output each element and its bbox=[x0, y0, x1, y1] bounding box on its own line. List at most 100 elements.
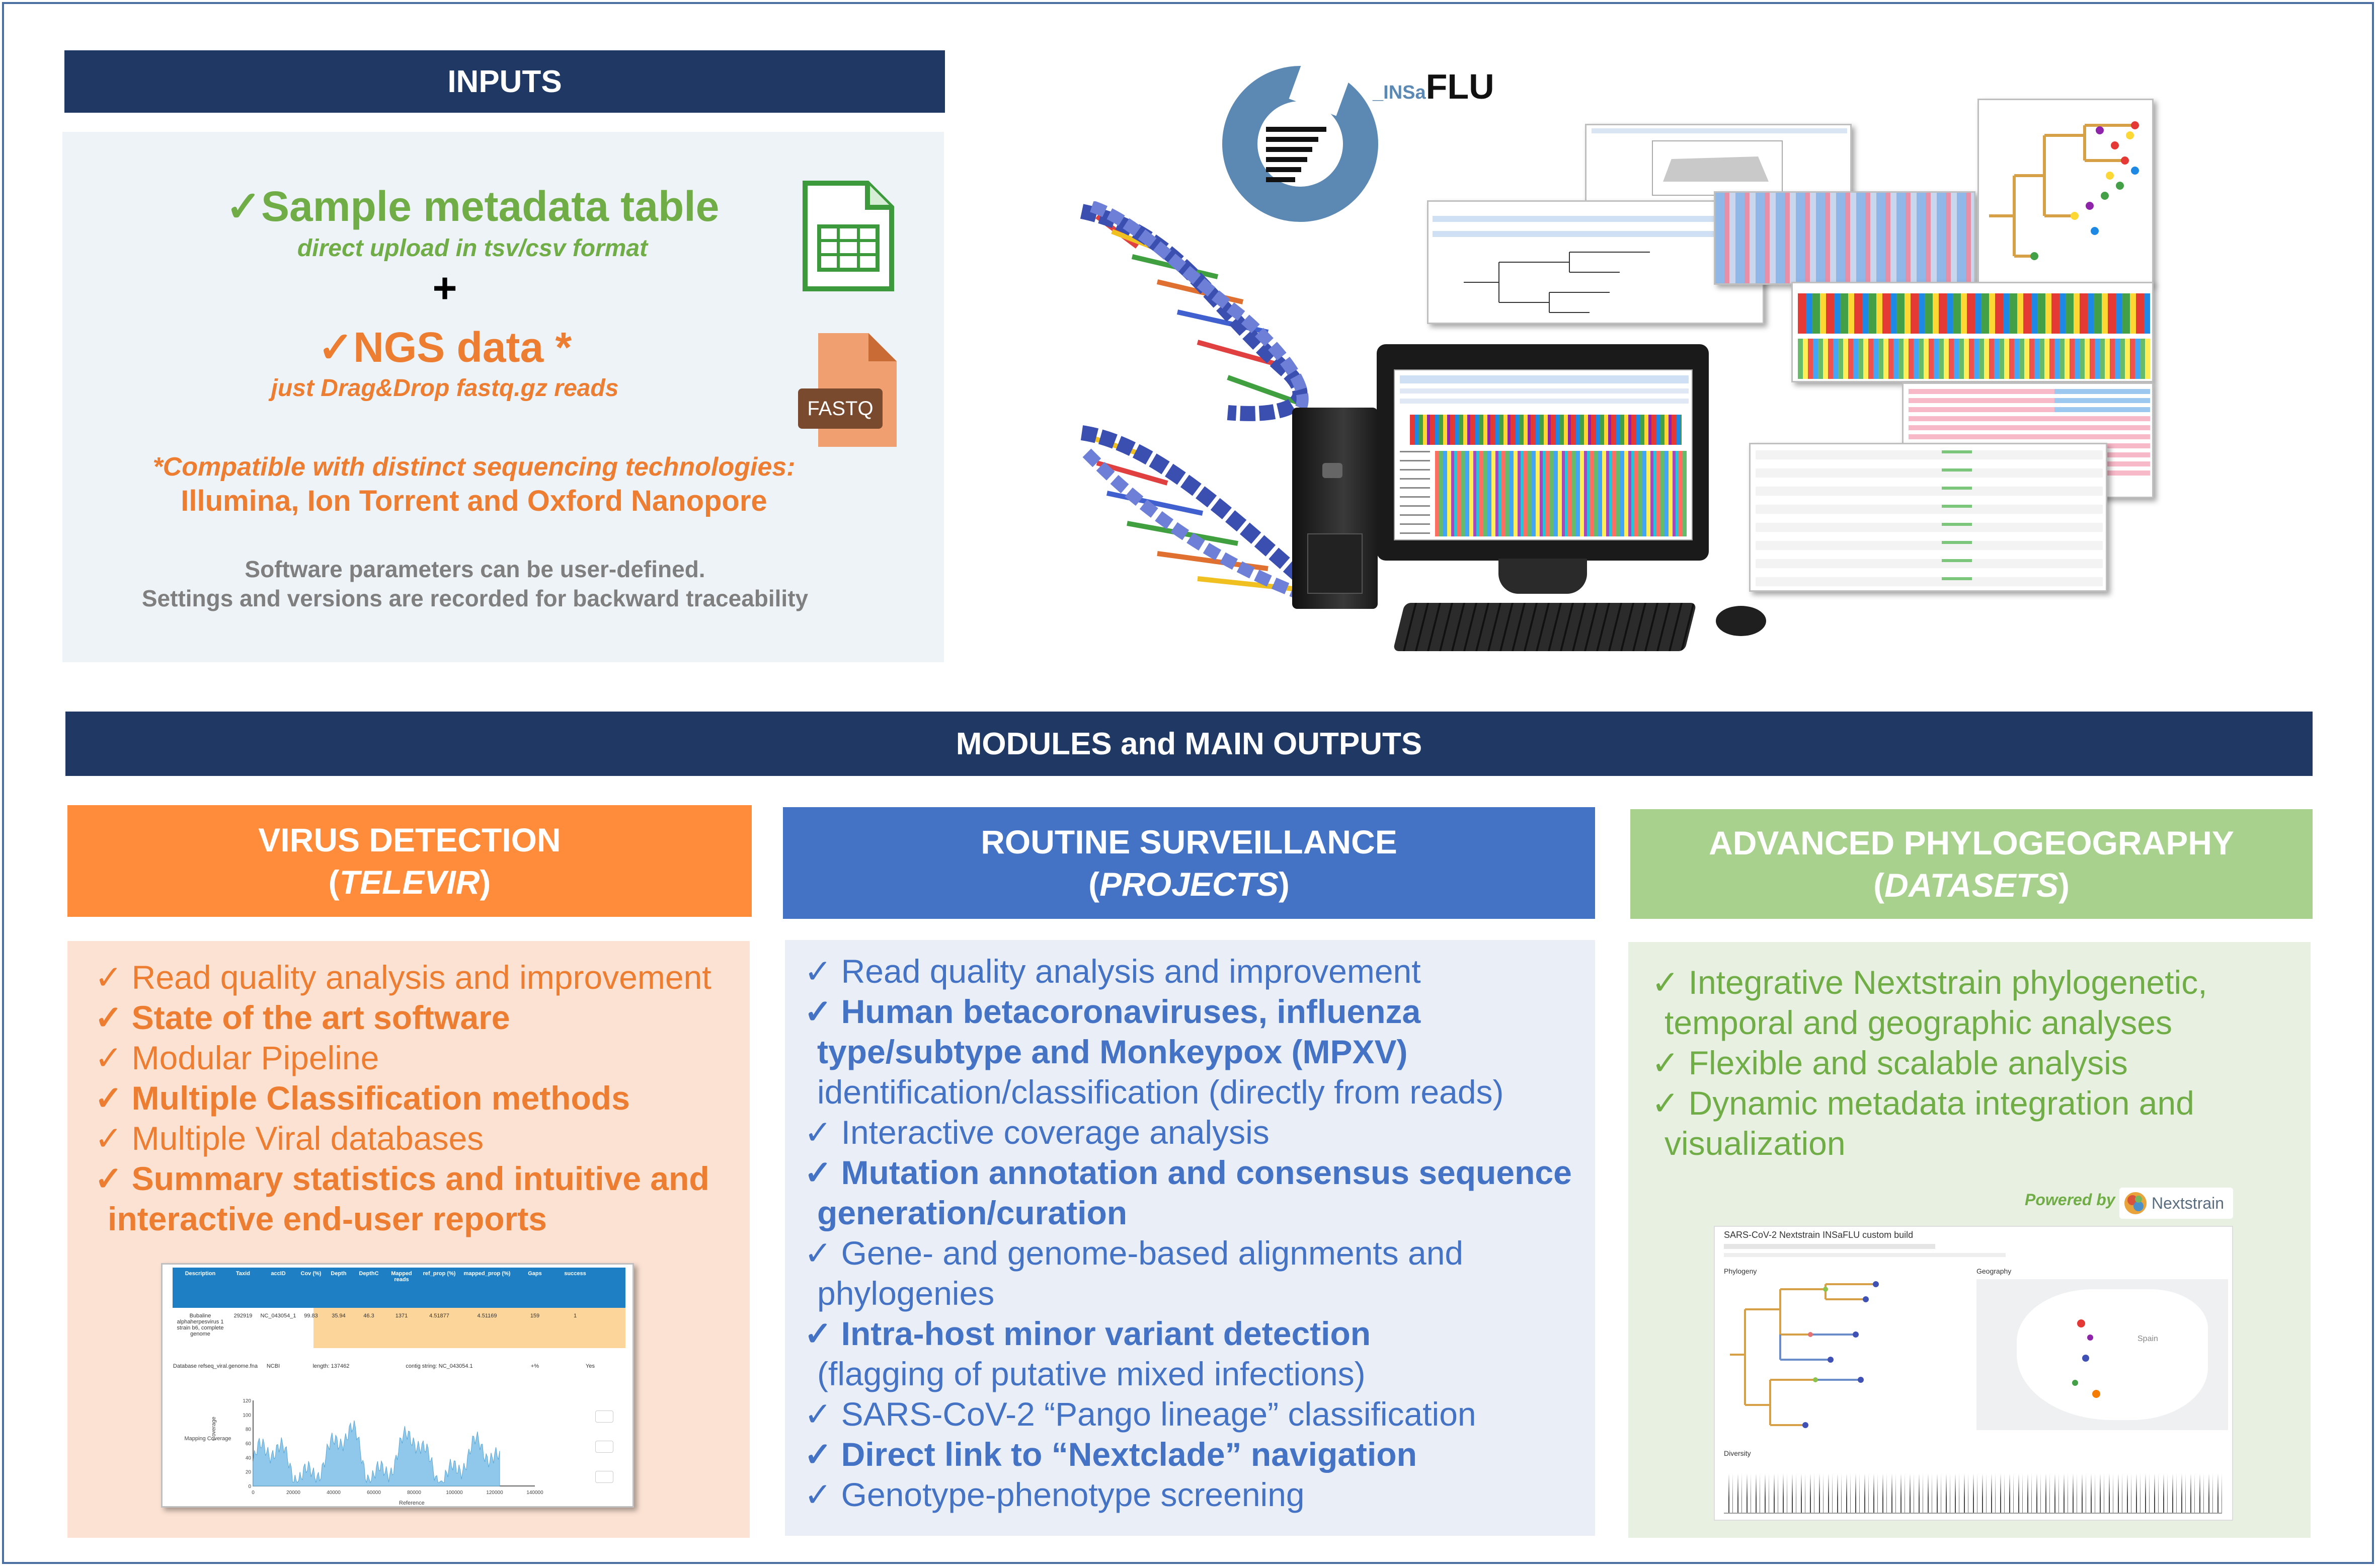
datasets-title: ADVANCED PHYLOGEOGRAPHY bbox=[1709, 824, 2234, 861]
monitor bbox=[1377, 344, 1709, 561]
check-icon: ✓ bbox=[804, 1114, 841, 1151]
report-data-row: Bubaline alphaherpesvirus 1 strain b6, c… bbox=[173, 1313, 625, 1343]
table-cell: Taxid bbox=[236, 1271, 250, 1277]
check-icon: ✓ bbox=[804, 953, 841, 990]
phylogeny-label: Phylogeny bbox=[1724, 1267, 1757, 1275]
plot-ylabel: Coverage bbox=[211, 1417, 217, 1441]
x-tick-label: 40000 bbox=[327, 1490, 341, 1496]
compat-line-2: Illumina, Ion Torrent and Oxford Nanopor… bbox=[181, 485, 767, 517]
table-cell: 4.51877 bbox=[429, 1313, 449, 1319]
list-item: (flagging of putative mixed infections) bbox=[804, 1354, 1572, 1394]
inputs-panel: ✓Sample metadata table direct upload in … bbox=[62, 132, 944, 662]
fastq-file-icon bbox=[798, 333, 897, 447]
table-cell: ref_prop (%) bbox=[423, 1271, 456, 1277]
table-cell: 1371 bbox=[395, 1313, 408, 1319]
params-line-2: Settings and versions are recorded for b… bbox=[141, 585, 809, 611]
tree-screenshot bbox=[1427, 200, 1764, 324]
list-item-text: visualization bbox=[1664, 1125, 1846, 1162]
projects-panel: ✓ Read quality analysis and improvement✓… bbox=[785, 940, 1595, 1536]
inputs-banner-label: INPUTS bbox=[447, 64, 562, 99]
table-cell: Description bbox=[185, 1271, 216, 1277]
table-cell: +% bbox=[530, 1363, 539, 1369]
table-cell: DepthC bbox=[359, 1271, 379, 1277]
list-item-text: Interactive coverage analysis bbox=[841, 1114, 1270, 1151]
list-item-text: temporal and geographic analyses bbox=[1664, 1004, 2172, 1041]
report-table-header bbox=[173, 1268, 625, 1308]
datasets-header: ADVANCED PHYLOGEOGRAPHY (DATASETS) bbox=[1630, 809, 2313, 919]
table-cell: success bbox=[564, 1271, 586, 1277]
check-icon: ✓ bbox=[804, 1436, 841, 1473]
table-cell: Gaps bbox=[528, 1271, 542, 1277]
plus-sign: + bbox=[432, 264, 457, 311]
x-tick-label: 0 bbox=[252, 1490, 255, 1496]
y-tick-label: 0 bbox=[248, 1484, 251, 1489]
keyboard bbox=[1393, 603, 1697, 651]
mouse bbox=[1716, 606, 1766, 636]
list-item-text: (flagging of putative mixed infections) bbox=[817, 1355, 1366, 1392]
check-icon: ✓ bbox=[804, 993, 841, 1030]
table-cell: mapped_prop (%) bbox=[463, 1271, 511, 1277]
y-tick-label: 40 bbox=[246, 1455, 252, 1461]
metadata-title: ✓Sample metadata table bbox=[225, 183, 720, 230]
x-tick-label: 140000 bbox=[526, 1490, 543, 1496]
table-cell: NCBI bbox=[266, 1363, 280, 1369]
list-item: type/subtype and Monkeypox (MPXV) bbox=[804, 1032, 1572, 1072]
table-cell: Bubaline alphaherpesvirus 1 strain b6, c… bbox=[177, 1313, 224, 1337]
plot-side-label: Mapping Coverage bbox=[184, 1436, 231, 1442]
list-item-text: type/subtype and Monkeypox (MPXV) bbox=[817, 1033, 1408, 1070]
list-item: interactive end-user reports bbox=[108, 1200, 547, 1237]
phylogeny-tree bbox=[1730, 1281, 1879, 1428]
table-cell: length: 137462 bbox=[312, 1363, 350, 1369]
x-tick-label: 120000 bbox=[486, 1490, 503, 1496]
list-item-text: Gene- and genome-based alignments and bbox=[841, 1234, 1464, 1272]
datasets-panel: ✓ Integrative Nextstrain phylogenetic,te… bbox=[1628, 942, 2311, 1538]
list-item: ✓ Multiple Classification methods bbox=[95, 1079, 630, 1117]
x-tick-label: 80000 bbox=[407, 1490, 421, 1496]
coverage-area bbox=[253, 1420, 500, 1486]
insaflu-logo-icon bbox=[1222, 63, 1378, 222]
compat-line-1: *Compatible with distinct sequencing tec… bbox=[152, 452, 796, 482]
list-item: phylogenies bbox=[804, 1273, 1572, 1313]
ngs-subtitle: just Drag&Drop fastq.gz reads bbox=[271, 375, 619, 402]
nextstrain-logo-icon bbox=[2124, 1192, 2147, 1214]
list-item-text: generation/curation bbox=[817, 1194, 1128, 1231]
televir-title: VIRUS DETECTION bbox=[258, 821, 561, 858]
list-item-text: Flexible and scalable analysis bbox=[1688, 1044, 2128, 1081]
check-icon: ✓ bbox=[318, 324, 354, 371]
list-item: temporal and geographic analyses bbox=[1651, 1002, 2207, 1043]
table-cell: 4.51169 bbox=[477, 1313, 497, 1319]
table-cell: accID bbox=[271, 1271, 286, 1277]
check-icon: ✓ bbox=[804, 1154, 841, 1191]
table-cell: NC_043054_1 bbox=[260, 1313, 296, 1319]
monitor-screen bbox=[1394, 369, 1693, 540]
televir-subtitle-wrap: (TELEVIR) bbox=[328, 864, 491, 901]
list-item: ✓ SARS-CoV-2 “Pango lineage” classificat… bbox=[804, 1394, 1572, 1434]
list-item: ✓ Direct link to “Nextclade” navigation bbox=[804, 1434, 1572, 1474]
table-cell: 99.83 bbox=[304, 1313, 318, 1319]
y-tick-label: 60 bbox=[246, 1441, 252, 1447]
projects-title: ROUTINE SURVEILLANCE bbox=[981, 823, 1397, 860]
datasets-list: ✓ Integrative Nextstrain phylogenetic,te… bbox=[1651, 962, 2207, 1163]
mutation-logo-screenshot bbox=[1791, 282, 2154, 382]
diversity-panel bbox=[1724, 1463, 2222, 1514]
inputs-banner: INPUTS bbox=[64, 50, 945, 113]
nextstrain-badge: Nextstrain bbox=[2119, 1188, 2233, 1219]
x-tick-label: 100000 bbox=[446, 1490, 463, 1496]
insaflu-wordmark: _INSaFLU bbox=[1373, 66, 1494, 107]
x-tick-label: 60000 bbox=[367, 1490, 381, 1496]
plot-xlabel: Reference bbox=[399, 1500, 425, 1506]
check-icon: ✓ bbox=[804, 1234, 841, 1272]
datasets-subtitle: DATASETS bbox=[1884, 867, 2058, 904]
list-item-text: phylogenies bbox=[817, 1275, 995, 1312]
logo-suffix: FLU bbox=[1425, 67, 1494, 106]
projects-header: ROUTINE SURVEILLANCE (PROJECTS) bbox=[783, 807, 1595, 919]
powered-by-label: Powered by bbox=[2025, 1191, 2115, 1209]
check-icon: ✓ bbox=[225, 183, 262, 230]
check-icon: ✓ bbox=[804, 1315, 841, 1352]
list-item: ✓ Interactive coverage analysis bbox=[804, 1112, 1572, 1152]
table-cell: Cov (%) bbox=[300, 1271, 322, 1277]
coverage-screenshot bbox=[1585, 124, 1852, 204]
